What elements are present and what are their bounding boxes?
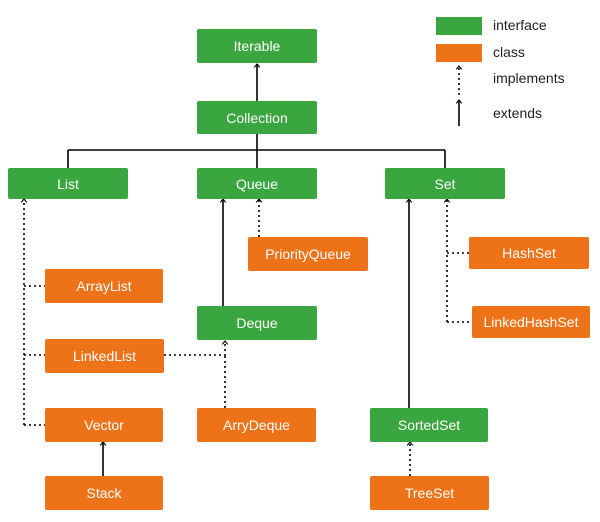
legend-extends-label: extends	[493, 105, 543, 121]
node-hashset: HashSet	[469, 237, 589, 269]
node-sortedset: SortedSet	[370, 408, 488, 442]
node-arraylist: ArrayList	[45, 269, 163, 303]
node-collection: Collection	[197, 101, 317, 134]
node-vector: Vector	[45, 408, 163, 442]
legend-implements-label: implements	[493, 70, 565, 86]
node-arrydeque: ArryDeque	[197, 408, 316, 442]
legend-class-label: class	[493, 44, 525, 60]
node-list: List	[8, 168, 128, 199]
node-priorityqueue: PriorityQueue	[248, 237, 368, 271]
linkedlist-implements-deque-line	[164, 341, 225, 356]
node-linkedlist: LinkedList	[45, 339, 164, 373]
node-set: Set	[385, 168, 505, 199]
legend-interface-swatch	[436, 17, 482, 35]
node-linkedhashset: LinkedHashSet	[472, 306, 590, 338]
node-iterable: Iterable	[197, 29, 317, 63]
node-treeset: TreeSet	[370, 476, 489, 510]
legend-class-swatch	[436, 44, 482, 62]
node-stack: Stack	[45, 476, 163, 510]
node-deque: Deque	[197, 306, 317, 340]
node-queue: Queue	[197, 168, 317, 199]
legend-interface-label: interface	[493, 17, 547, 33]
